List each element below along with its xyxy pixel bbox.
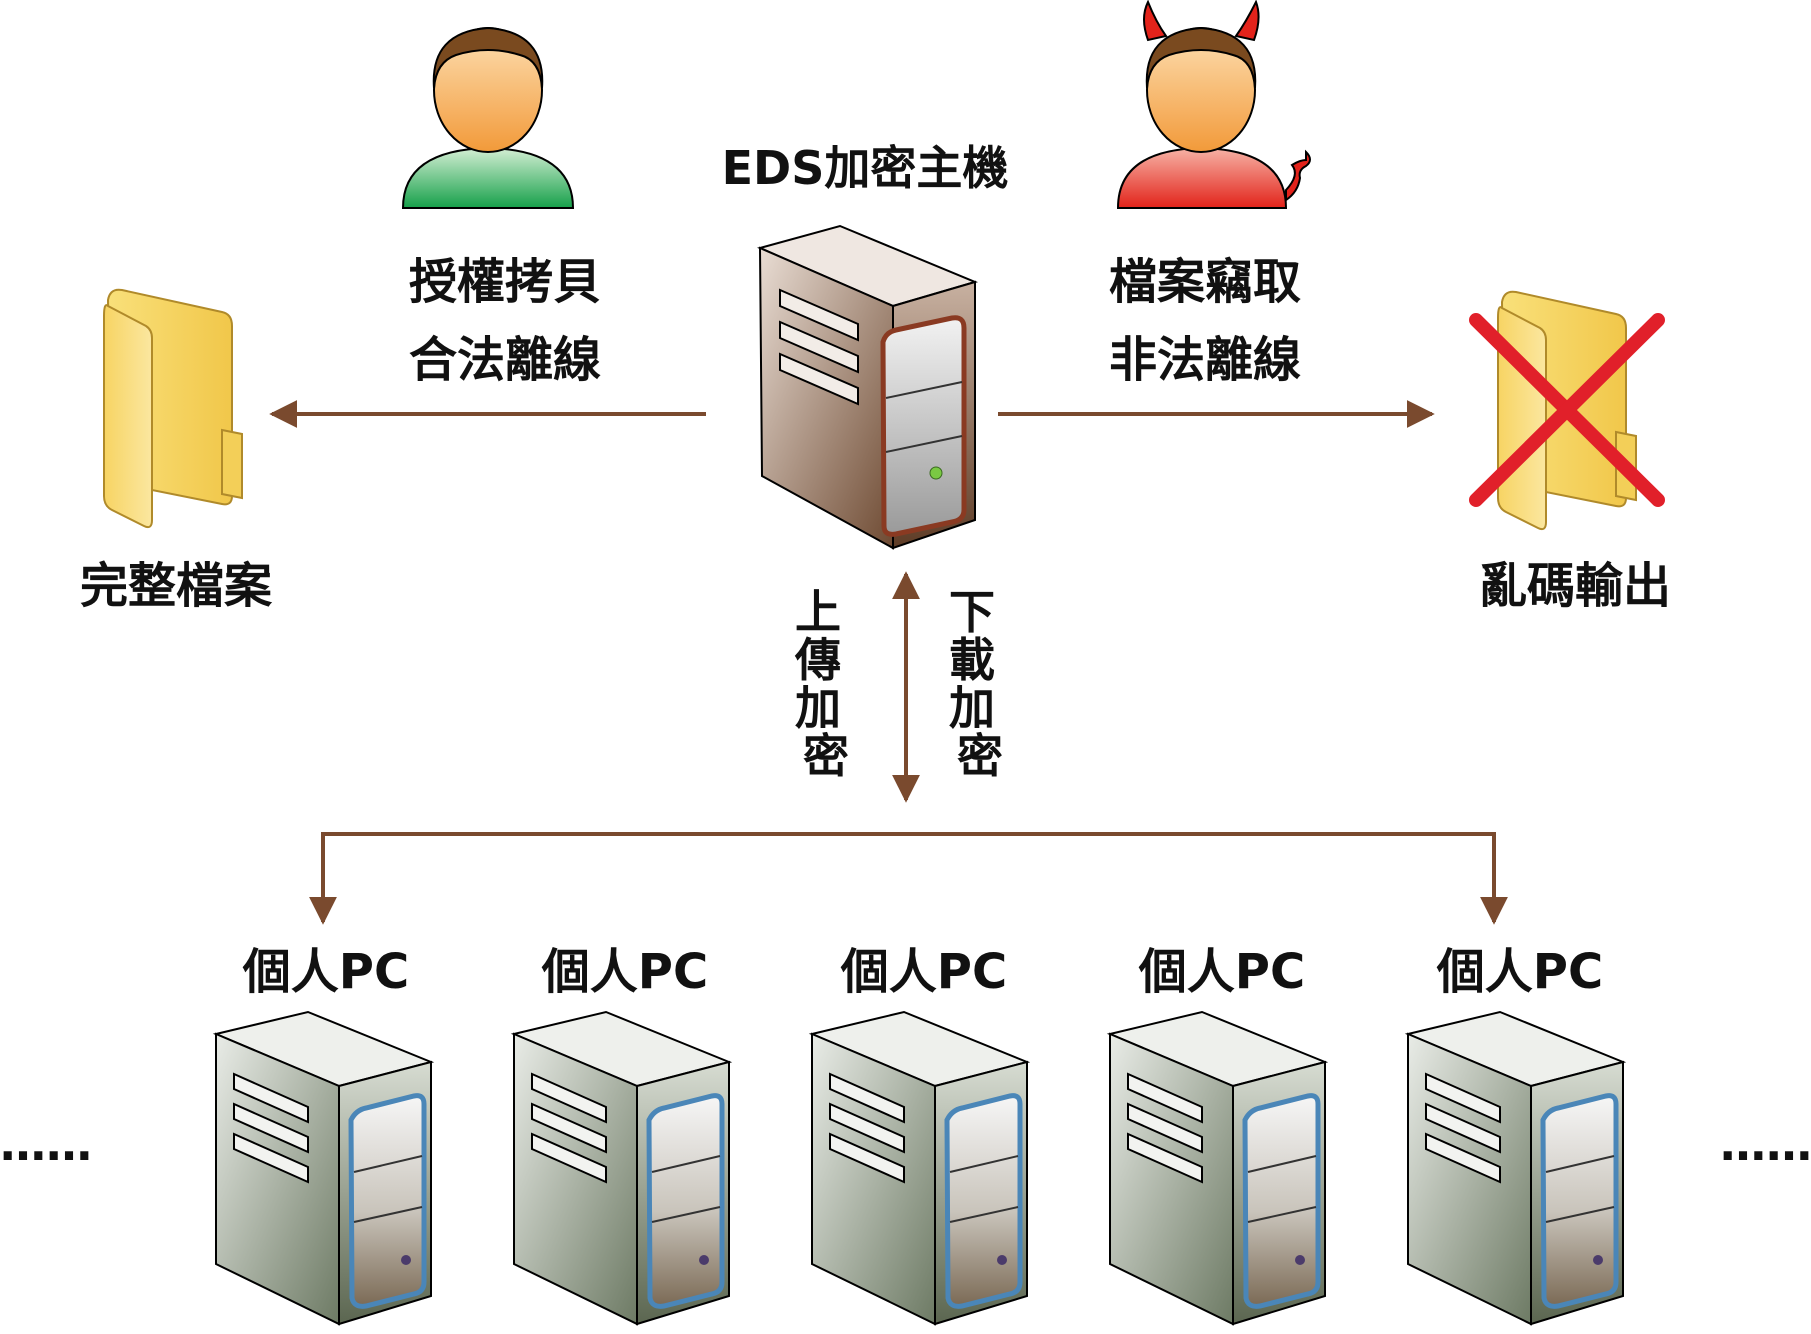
pc-label: 個人PC [1436,944,1603,1000]
devil-user-icon [1116,0,1311,209]
pc-label: 個人PC [242,944,409,1000]
server-icon [757,224,979,550]
pc-label: 個人PC [541,944,708,1000]
pc-label: 個人PC [840,944,1007,1000]
full-file-label: 完整檔案 [80,558,273,614]
ellipsis-left: …… [0,1117,92,1171]
folder-icon [103,288,243,529]
legit-line1: 授權拷貝 [409,254,601,310]
download-encrypt-label: 下 載 加 密 [949,585,1011,783]
cross-icon [1469,313,1665,507]
pc-tower-icon [812,1012,1027,1324]
user-icon [401,26,575,209]
pc-tower-icon [514,1012,729,1324]
pc-label: 個人PC [1138,944,1305,1000]
garbled-output-label: 亂碼輸出 [1479,558,1671,614]
pc-tower-icon [216,1012,431,1324]
theft-line2: 非法離線 [1109,332,1301,388]
upload-encrypt-label: 上 傳 加 密 [794,585,857,783]
legit-line2: 合法離線 [409,332,601,388]
pc-tower-icon [1110,1012,1325,1324]
theft-line1: 檔案竊取 [1109,254,1301,310]
server-title: EDS加密主機 [722,141,1009,195]
pc-tower-icon [1408,1012,1623,1324]
ellipsis-right: …… [1720,1117,1811,1171]
